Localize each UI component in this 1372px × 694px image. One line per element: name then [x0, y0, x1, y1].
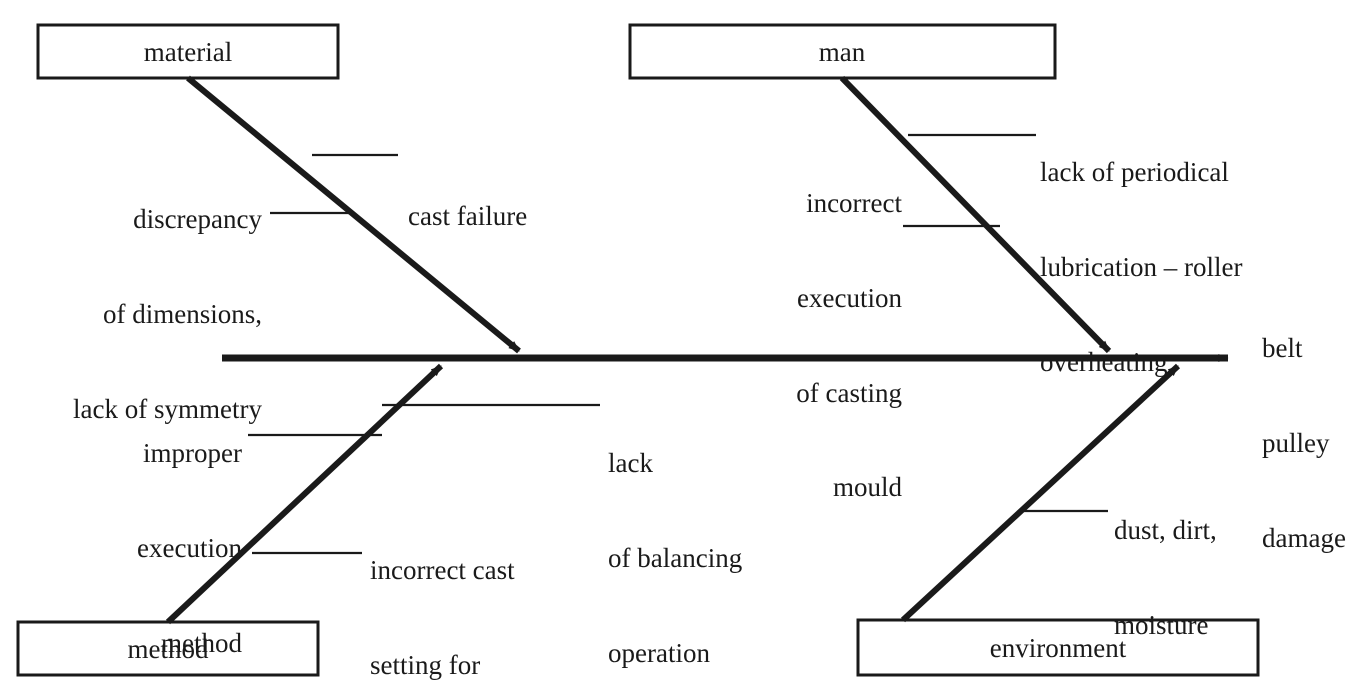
- branch-bone-environment: [900, 363, 1181, 623]
- category-box-environment-rect: [856, 618, 1260, 677]
- cause-line: of dimensions,: [103, 298, 262, 329]
- cause-label-lack-of-balancing-operation: lack of balancing operation: [608, 385, 868, 694]
- cause-label-dust-dirt-moisture: dust, dirt, moisture: [1114, 452, 1334, 694]
- cause-label-improper-execution-method: improper execution method (cast): [0, 375, 242, 694]
- cause-line: discrepancy: [133, 204, 262, 235]
- cause-label-incorrect-execution-of-casting-mould: incorrect execution of casting mould: [660, 125, 902, 567]
- cause-label-discrepancy-of-dimensions: discrepancy of dimensions, lack of symme…: [0, 141, 262, 488]
- cause-line: dust, dirt,: [1114, 515, 1217, 546]
- category-box-material[interactable]: material: [36, 23, 340, 80]
- category-box-material-label: material: [144, 37, 232, 67]
- cause-line: lack of symmetry: [73, 393, 262, 424]
- category-box-man-label: man: [819, 37, 866, 67]
- cause-line: incorrect: [806, 188, 902, 219]
- category-box-man[interactable]: man: [628, 23, 1057, 80]
- category-box-material-rect: [36, 23, 340, 80]
- effect-line: belt: [1262, 333, 1303, 364]
- effect-line: pulley: [1262, 427, 1330, 458]
- cause-line: lack: [608, 448, 653, 479]
- branch-bone-method: [165, 363, 444, 625]
- category-box-method-rect: [16, 620, 320, 677]
- cause-line: execution: [137, 532, 242, 563]
- cause-line: cast failure: [408, 201, 528, 232]
- cause-line: lubrication – roller: [1040, 251, 1243, 282]
- cause-label-incorrect-cast-setting: incorrect cast setting for mechanical wo…: [370, 492, 630, 694]
- effect-label-belt-pulley-damage: belt pulley damage: [1262, 270, 1372, 617]
- cause-line: overheating: [1040, 346, 1168, 377]
- category-box-man-rect: [628, 23, 1057, 80]
- category-box-environment[interactable]: environment: [856, 618, 1260, 677]
- category-box-environment-label: environment: [990, 633, 1127, 663]
- cause-line: operation: [608, 637, 710, 668]
- cause-line: of balancing: [608, 542, 743, 573]
- branch-bone-material: [186, 75, 521, 354]
- cause-label-lack-of-periodical-lubrication: lack of periodical lubrication – roller …: [1040, 94, 1360, 441]
- cause-line: lack of periodical: [1040, 157, 1229, 188]
- effect-line: damage: [1262, 522, 1346, 553]
- cause-label-cast-failure: cast failure: [408, 138, 648, 296]
- cause-line: execution: [797, 282, 902, 313]
- cause-line: improper: [143, 438, 242, 469]
- cause-line: method: [161, 627, 242, 658]
- cause-line: moisture: [1114, 609, 1209, 640]
- cause-line: mould: [832, 472, 902, 503]
- category-box-method-label: method: [128, 634, 209, 664]
- cause-line: setting for: [370, 649, 481, 680]
- category-box-method[interactable]: method: [16, 620, 320, 677]
- cause-line: of casting: [796, 377, 902, 408]
- cause-line: incorrect cast: [370, 555, 515, 586]
- branch-bone-man: [839, 75, 1112, 354]
